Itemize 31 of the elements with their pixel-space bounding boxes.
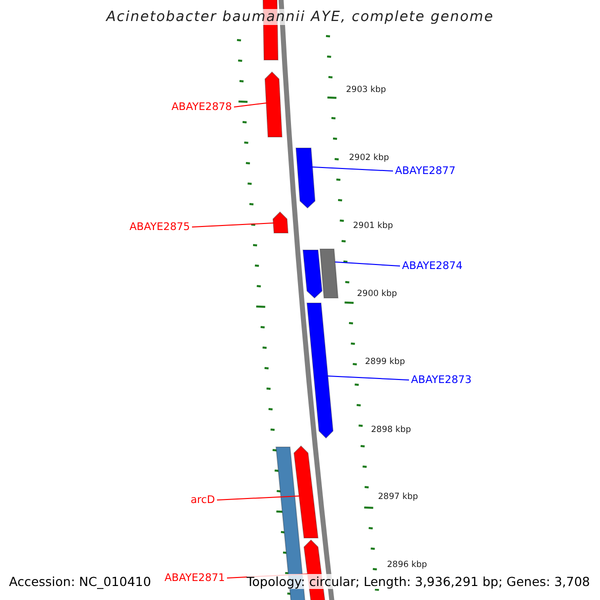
leader-line — [234, 102, 267, 108]
scale-label: 2896 kbp — [387, 560, 428, 570]
gene-label: ABAYE2875 — [129, 221, 190, 233]
gene-label: arcD — [190, 494, 215, 506]
gene-label: ABAYE2877 — [395, 165, 456, 177]
leader-line — [192, 222, 274, 228]
gene-bar — [319, 248, 339, 298]
leader-line — [312, 166, 394, 172]
scale-label: 2897 kbp — [378, 492, 418, 502]
gene-label: ABAYE2871 — [164, 572, 225, 584]
gene-feature — [264, 71, 283, 138]
leader-line — [334, 262, 400, 266]
leader-line — [327, 376, 410, 380]
scale-label: 2902 kbp — [349, 153, 390, 163]
scale-label: 2900 kbp — [357, 289, 398, 299]
scale-label: 2903 kbp — [346, 85, 386, 95]
gene-feature — [295, 148, 316, 209]
scale-label: 2898 kbp — [371, 425, 412, 435]
scale-label: 2899 kbp — [365, 357, 406, 367]
leader-line — [216, 496, 300, 500]
scale-label: 2901 kbp — [353, 221, 394, 231]
gene-feature — [302, 250, 323, 299]
title: Acinetobacter baumannii AYE, complete genome — [106, 9, 494, 25]
gene-label: ABAYE2873 — [411, 374, 472, 386]
gene-label: ABAYE2878 — [171, 101, 232, 113]
gene-feature — [306, 302, 334, 439]
gene-feature — [293, 445, 319, 538]
info-text: Accession: NC_010410 — [9, 574, 152, 589]
info-text: Topology: circular; Length: 3,936,291 bp; Genes: 3,708 — [246, 574, 590, 589]
gene-feature — [272, 211, 289, 234]
gene-label: ABAYE2874 — [402, 260, 463, 272]
